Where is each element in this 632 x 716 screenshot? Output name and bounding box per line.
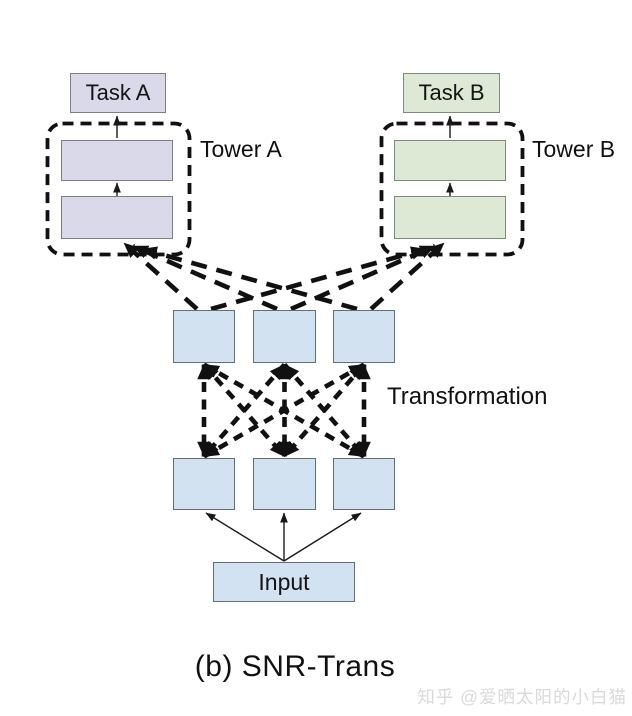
figure-caption: (b) SNR-Trans (194, 650, 396, 683)
input-label: Input (258, 568, 310, 595)
task-a-label: Task A (85, 80, 151, 105)
tower-b-unit-top (394, 140, 506, 181)
tower-a-unit-top (61, 140, 173, 181)
lower-shared-module-1 (173, 458, 235, 510)
tower-a-label: Tower A (200, 136, 282, 162)
lower-shared-module-2 (253, 458, 316, 510)
upper-shared-module-1 (173, 310, 235, 363)
lower-shared-module-3 (333, 458, 395, 510)
routing-arrows (122, 241, 446, 312)
input-box: Input (213, 562, 355, 602)
task-a-box: Task A (70, 73, 166, 113)
transformation-arrows (197, 362, 371, 459)
upper-shared-module-2 (253, 310, 316, 363)
transformation-label: Transformation (387, 383, 548, 410)
watermark: 知乎 @爱晒太阳的小白猫 (417, 687, 627, 707)
task-b-label: Task B (418, 80, 485, 105)
tower-a-unit-bottom (61, 196, 173, 239)
tower-b-label: Tower B (532, 136, 616, 162)
tower-b-unit-bottom (394, 196, 506, 239)
upper-shared-module-3 (333, 310, 395, 363)
task-b-box: Task B (403, 73, 500, 113)
